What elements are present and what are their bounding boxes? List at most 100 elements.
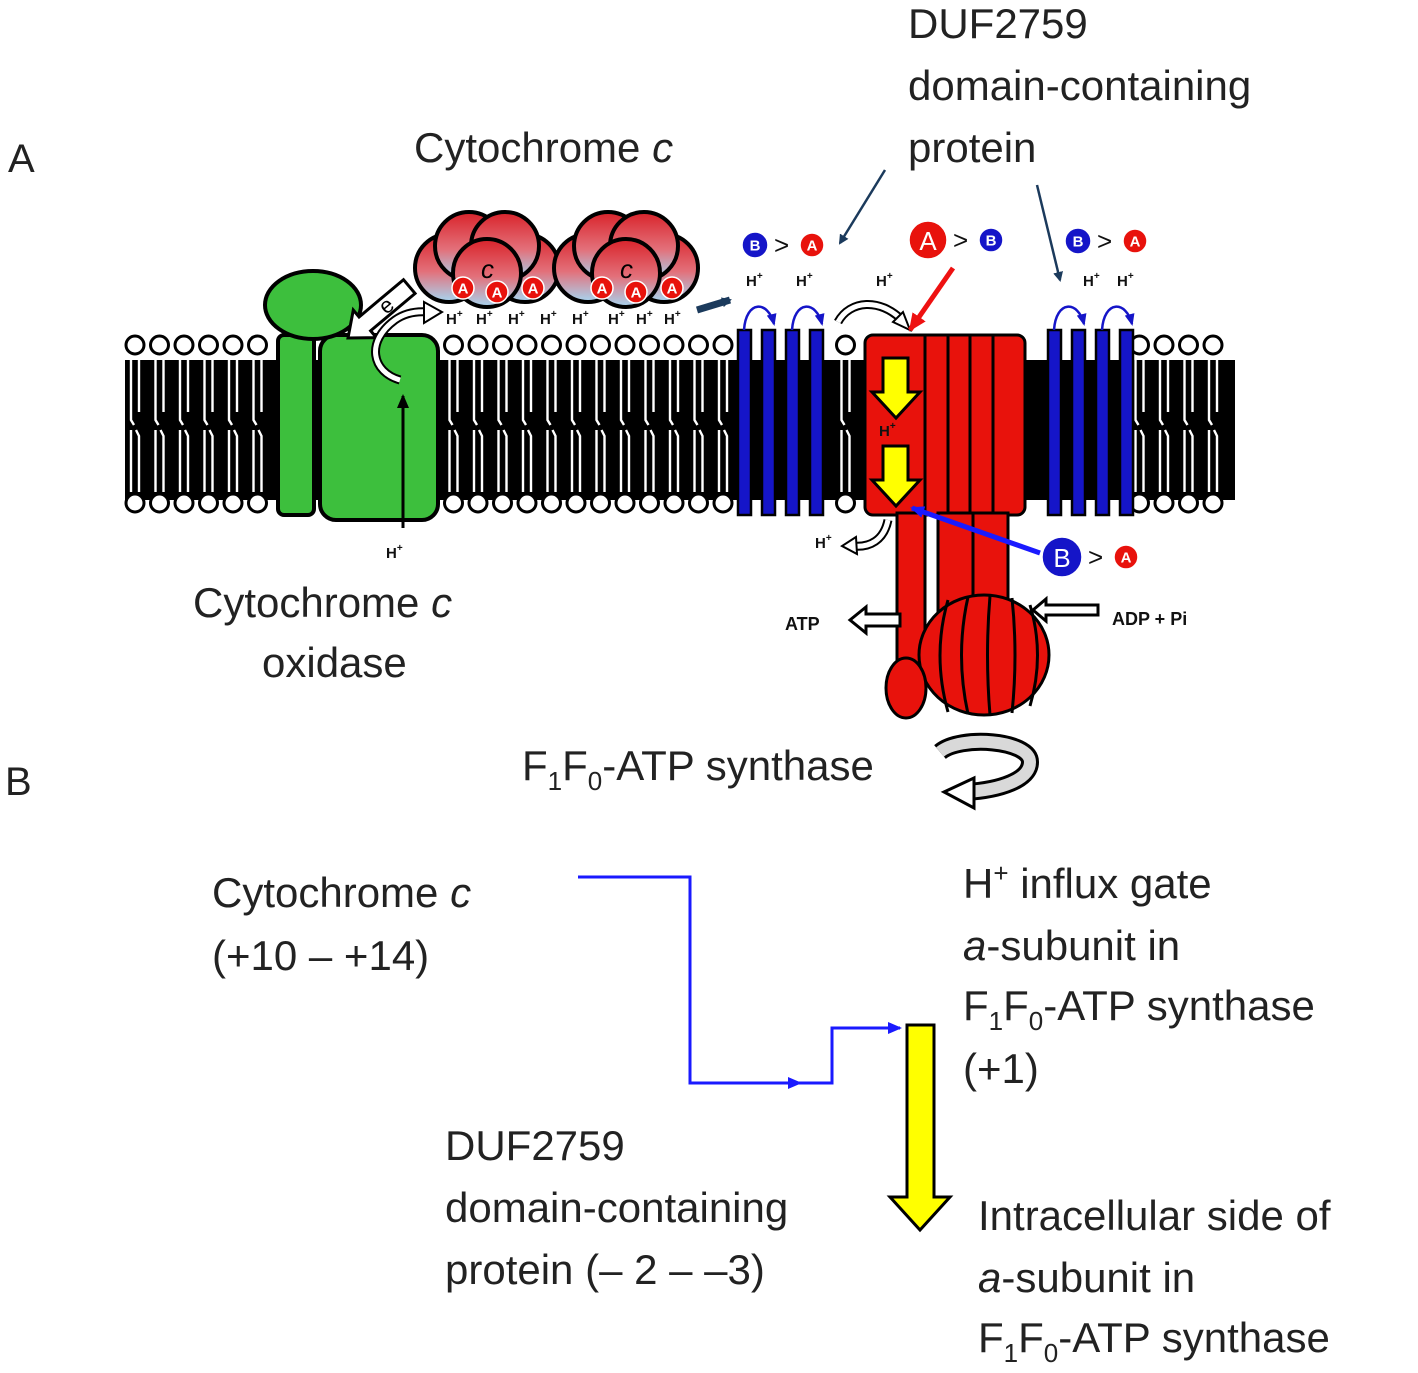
lipid-head bbox=[149, 492, 170, 514]
lipid-head bbox=[590, 334, 611, 356]
lipid-head bbox=[222, 492, 244, 514]
lipid-head bbox=[688, 492, 709, 514]
lipid-head bbox=[663, 492, 685, 514]
ion-b: B bbox=[986, 233, 997, 250]
ion-a: A bbox=[528, 281, 539, 298]
lipid-head bbox=[835, 334, 856, 356]
proton-label: H+ bbox=[508, 309, 525, 328]
proton-label: H+ bbox=[796, 271, 813, 290]
duf2759-charge-line1: DUF2759 bbox=[445, 1122, 625, 1169]
lipid-head bbox=[1202, 492, 1224, 514]
svg-text:>: > bbox=[953, 225, 968, 255]
lipid-head bbox=[198, 492, 219, 514]
ion-a: A bbox=[919, 226, 937, 256]
lipid-head bbox=[1202, 334, 1224, 356]
duf2759-label-line3: protein bbox=[908, 124, 1036, 171]
proton-label: H+ bbox=[540, 309, 557, 328]
duf2759-label-line2: domain-containing bbox=[908, 62, 1251, 109]
proton-in-channel: H+ bbox=[879, 421, 896, 440]
lipid-head bbox=[124, 334, 146, 356]
lipid-head bbox=[614, 492, 636, 514]
lipid-head bbox=[247, 334, 268, 356]
lipid-head bbox=[541, 334, 562, 356]
ion-a: A bbox=[458, 281, 469, 298]
proton-label: H+ bbox=[476, 309, 493, 328]
lipid-head bbox=[1153, 334, 1175, 356]
lipid-head bbox=[173, 492, 195, 514]
cytochrome-c-label: Cytochrome c bbox=[414, 124, 673, 171]
gate-line4: (+1) bbox=[963, 1045, 1039, 1092]
lipid-head bbox=[222, 334, 244, 356]
lipid-head bbox=[712, 334, 734, 356]
intracellular-line3: F1F0-ATP synthase bbox=[978, 1314, 1330, 1368]
duf2759-charge-line3: protein (– 2 – –3) bbox=[445, 1246, 765, 1293]
proton-label: H+ bbox=[572, 309, 589, 328]
lipid-head bbox=[198, 334, 219, 356]
proton-label: H+ bbox=[815, 533, 832, 552]
svg-text:>: > bbox=[1088, 542, 1103, 572]
ion-a: A bbox=[807, 238, 818, 255]
lipid-head bbox=[492, 334, 513, 356]
cytochrome-c-oxidase: e H+ bbox=[263, 269, 444, 562]
lipid-head bbox=[492, 492, 513, 514]
lipid-head bbox=[565, 334, 587, 356]
gate-line1: H+ influx gate bbox=[963, 858, 1212, 907]
proton-label: H+ bbox=[636, 309, 653, 328]
lipid-head bbox=[443, 334, 464, 356]
svg-text:>: > bbox=[774, 230, 789, 260]
svg-text:c: c bbox=[481, 254, 494, 284]
proton-label: H+ bbox=[1117, 271, 1134, 290]
charge-comparison: B > A bbox=[1041, 536, 1139, 578]
ion-a: A bbox=[1130, 234, 1141, 251]
charge-comparison: B > A bbox=[741, 230, 825, 260]
duf2759-charge-line2: domain-containing bbox=[445, 1184, 788, 1231]
svg-text:c: c bbox=[620, 254, 633, 284]
ion-b: B bbox=[750, 238, 761, 255]
lipid-head bbox=[835, 492, 856, 514]
charge-gradient-arrow bbox=[886, 1023, 954, 1233]
cytochrome-c-flow-line bbox=[578, 875, 902, 1089]
gate-line2: a-subunit in bbox=[963, 922, 1180, 969]
lipid-head bbox=[663, 334, 685, 356]
atp-synthase-label: F1F0-ATP synthase bbox=[522, 742, 874, 796]
lipid-head bbox=[173, 334, 195, 356]
ion-b: B bbox=[1073, 234, 1084, 251]
atp-label: ATP bbox=[785, 614, 820, 634]
lipid-head bbox=[467, 492, 489, 514]
ion-a: A bbox=[667, 281, 678, 298]
ion-b: B bbox=[1053, 543, 1070, 573]
intracellular-line1: Intracellular side of bbox=[978, 1192, 1331, 1239]
charge-comparison: A > B bbox=[908, 220, 1004, 260]
rotation-arrow bbox=[934, 732, 1040, 811]
proton-label: H+ bbox=[664, 309, 681, 328]
lipid-head bbox=[1178, 492, 1199, 514]
charge-comparison: B > A bbox=[1064, 226, 1148, 256]
lipid-head bbox=[590, 492, 611, 514]
proton-label: H+ bbox=[1083, 271, 1100, 290]
ion-a: A bbox=[492, 285, 503, 302]
atp-output-arrow bbox=[847, 603, 902, 637]
lipid-head bbox=[149, 334, 170, 356]
lipid-head bbox=[541, 492, 562, 514]
lipid-head bbox=[1153, 492, 1175, 514]
proton-label: H+ bbox=[876, 271, 893, 290]
lipid-head bbox=[688, 334, 709, 356]
proton-label: H+ bbox=[608, 309, 625, 328]
lipid-head bbox=[124, 492, 146, 514]
ion-a: A bbox=[1121, 550, 1132, 567]
ion-a: A bbox=[597, 281, 608, 298]
lipid-head bbox=[639, 334, 660, 356]
ion-a: A bbox=[631, 285, 642, 302]
adp-pi-label: ADP + Pi bbox=[1112, 609, 1187, 629]
duf2759-protein bbox=[736, 305, 825, 517]
cytochrome-c-oxidase-label-line2: oxidase bbox=[262, 639, 407, 686]
cytochrome-c-oxidase-label-line1: Cytochrome c bbox=[193, 579, 452, 626]
lipid-head bbox=[1178, 334, 1199, 356]
lipid-head bbox=[516, 334, 538, 356]
lipid-head bbox=[712, 492, 734, 514]
svg-text:>: > bbox=[1097, 226, 1112, 256]
panel-b-label: B bbox=[5, 760, 32, 804]
